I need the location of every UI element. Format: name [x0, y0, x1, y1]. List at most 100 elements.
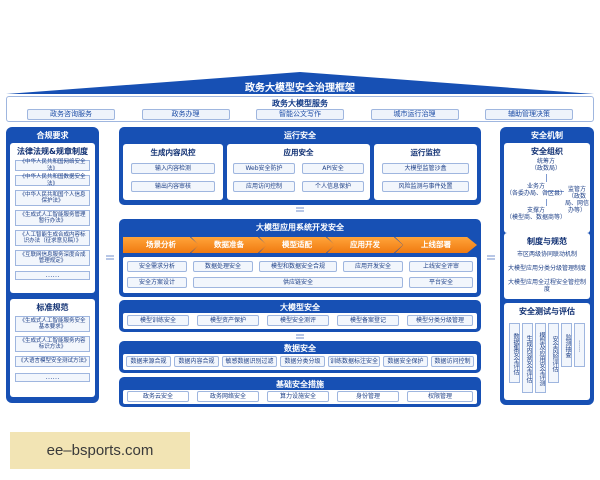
org-lead: 统筹方 （政数局）: [530, 158, 561, 172]
step-data-prep: 数据准备: [191, 237, 267, 253]
watermark-text: ee–bsports.com: [46, 442, 154, 459]
law-item: 《中华人民共和国个人信息保护法》: [15, 190, 90, 206]
data-chip: 数据安全保护: [383, 356, 428, 367]
testing-item: 生成内容安全评估: [522, 323, 533, 393]
chevron-up-icon: [293, 207, 307, 213]
testing-box: 安全测试与评估 数据集安全评估 生成内容安全评估 模型及应用安全评测 安全风险评…: [504, 303, 590, 400]
policy-item: 大模型应用分类分级管理制度: [507, 265, 586, 272]
model-chip: 模型资产保护: [197, 315, 259, 326]
org-box: 安全组织 统筹方 （政数局） 业务方 （各委办局、各区县） 监管方 （政数局、网…: [504, 143, 590, 233]
standards-more: ……: [15, 373, 90, 382]
dev-security-title: 大模型应用系统开发安全: [256, 223, 344, 232]
laws-more: ……: [15, 271, 90, 280]
law-item: 《中华人民共和国数据安全法》: [15, 174, 90, 187]
ops-chip: 大模型监管沙盒: [382, 163, 469, 174]
model-security-title: 大模型安全: [280, 303, 320, 312]
services-title: 政务大模型服务: [272, 99, 328, 108]
model-security-panel: 大模型安全 模型训练安全 模型资产保护 模型安全测评 模型备案登记 模型分类分级…: [119, 300, 481, 332]
org-connector: [546, 191, 564, 192]
infra-security-title: 基础安全措施: [276, 380, 324, 389]
data-chip: 数据内容合规: [174, 356, 219, 367]
data-security-panel: 数据安全 数据来源合规 数据内容合规 敏感数据识别过滤 数据分类分级 训练数据标…: [119, 341, 481, 373]
ops-chip: 风险监测与事件处置: [382, 181, 469, 192]
app-security-title: 应用安全: [283, 148, 314, 157]
service-item[interactable]: 城市运行治理: [370, 109, 459, 120]
testing-title: 安全测试与评估: [519, 307, 575, 316]
dev-chip: 应用开发安全: [343, 261, 403, 272]
dev-chip: 平台安全: [409, 277, 473, 288]
model-chip: 模型备案登记: [337, 315, 399, 326]
law-item: 《互联网信息服务深度合成管理规定》: [15, 250, 90, 266]
standards-title: 标准规范: [36, 303, 69, 312]
data-chip: 数据来源合规: [126, 356, 171, 367]
ops-chip: 输入内容检测: [131, 163, 215, 174]
testing-more: ……: [574, 323, 585, 367]
model-security-items: 模型训练安全 模型资产保护 模型安全测评 模型备案登记 模型分类分级管理: [123, 313, 477, 329]
ops-security-panel: 运行安全 生成内容风控 输入内容检测 输出内容审核 应用安全 Web安全防护 A…: [119, 127, 481, 205]
law-item: 《生成式人工智能服务管理暂行办法》: [15, 210, 90, 226]
infra-chip: 权限管理: [407, 391, 473, 402]
service-item[interactable]: 政务咨询服务: [27, 109, 115, 120]
policy-item: 市区两级协同联动机制: [516, 251, 577, 258]
ops-chip: 应用访问控制: [233, 181, 295, 192]
law-item: 《中华人民共和国网络安全法》: [15, 159, 90, 172]
ops-chip: 输出内容审核: [131, 181, 215, 192]
chevron-left-icon: [103, 255, 117, 261]
ops-chip: 个人信息保护: [302, 181, 364, 192]
data-security-items: 数据来源合规 数据内容合规 敏感数据识别过滤 数据分类分级 训练数据标注安全 数…: [123, 354, 477, 370]
content-risk-box: 生成内容风控 输入内容检测 输出内容审核: [123, 144, 223, 200]
testing-item: 模型及应用安全评测: [535, 323, 546, 393]
compliance-column: 合规要求 法律法规&规章制度 《中华人民共和国网络安全法》 《中华人民共和国数据…: [6, 127, 99, 403]
org-support: 支撑方 （模型商、数据商等）: [506, 207, 567, 221]
data-security-title: 数据安全: [284, 344, 316, 353]
standard-item: 《大语言模型安全测试方法》: [15, 356, 90, 367]
org-title: 安全组织: [531, 147, 563, 156]
service-item[interactable]: 智能公文写作: [256, 109, 344, 120]
testing-item: 安全风险评估: [548, 323, 559, 383]
org-connector: [546, 199, 547, 206]
model-chip: 模型分类分级管理: [407, 315, 473, 326]
services-bar: 政务大模型服务 政务咨询服务 政务办理 智能公文写作 城市运行治理 辅助管理决策: [6, 96, 594, 122]
infra-chip: 政务网络安全: [197, 391, 259, 402]
data-chip: 敏感数据识别过滤: [222, 356, 277, 367]
data-chip: 训练数据标注安全: [328, 356, 380, 367]
standards-box: 标准规范 《生成式人工智能服务安全基本要求》 《生成式人工智能服务内容标识方法》…: [10, 299, 95, 397]
org-supervise: 监管方 （政数局、网信办等）: [564, 186, 589, 214]
compliance-title: 合规要求: [36, 131, 69, 140]
dev-chip: 数据处理安全: [193, 261, 253, 272]
ops-chip: API安全: [302, 163, 364, 174]
supply-chain-chip: 供应链安全: [193, 277, 403, 288]
infra-security-panel: 基础安全措施 政务云安全 政务网络安全 算力设施安全 身份管理 权限管理: [119, 377, 481, 407]
model-chip: 模型安全测评: [267, 315, 329, 326]
dev-security-panel: 大模型应用系统开发安全 场景分析 数据准备 模型适配 应用开发 上线部署 安全需…: [119, 219, 481, 297]
policy-box: 制度与规范 市区两级协同联动机制 大模型应用分类分级管理制度 大模型应用全过程安…: [504, 233, 590, 299]
content-risk-title: 生成内容风控: [150, 148, 196, 157]
law-item: 《人工智能生成合成内容标识办法（征求意见稿）》: [15, 230, 90, 246]
infra-chip: 算力设施安全: [267, 391, 329, 402]
app-security-box: 应用安全 Web安全防护 API安全 应用访问控制 个人信息保护: [227, 144, 370, 200]
data-chip: 数据分类分级: [280, 356, 325, 367]
data-chip: 数据访问控制: [431, 356, 474, 367]
dev-chip: 安全方案设计: [127, 277, 187, 288]
security-mechanism-title: 安全机制: [531, 131, 563, 140]
step-app-dev: 应用开发: [327, 237, 403, 253]
dev-chip: 模型和数据安全合规: [259, 261, 337, 272]
framework-roof: [6, 72, 594, 94]
laws-box: 法律法规&规章制度 《中华人民共和国网络安全法》 《中华人民共和国数据安全法》 …: [10, 143, 95, 293]
ops-chip: Web安全防护: [233, 163, 295, 174]
step-scenario: 场景分析: [123, 237, 199, 253]
chevron-right-icon: [484, 255, 498, 261]
service-item[interactable]: 辅助管理决策: [485, 109, 573, 120]
org-connector: [546, 174, 547, 182]
standard-item: 《生成式人工智能服务内容标识方法》: [15, 336, 90, 352]
infra-security-items: 政务云安全 政务网络安全 算力设施安全 身份管理 权限管理: [123, 390, 477, 404]
security-mechanism-column: 安全机制 安全组织 统筹方 （政数局） 业务方 （各委办局、各区县） 监管方 （…: [500, 127, 594, 405]
laws-title: 法律法规&规章制度: [17, 147, 88, 156]
service-item[interactable]: 政务办理: [141, 109, 230, 120]
framework-title: 政务大模型安全治理框架: [245, 83, 355, 94]
model-chip: 模型训练安全: [127, 315, 189, 326]
step-model-adapt: 模型适配: [259, 237, 335, 253]
ops-security-title: 运行安全: [284, 131, 316, 140]
infra-chip: 政务云安全: [127, 391, 189, 402]
dev-chip: 上线安全评审: [409, 261, 473, 272]
